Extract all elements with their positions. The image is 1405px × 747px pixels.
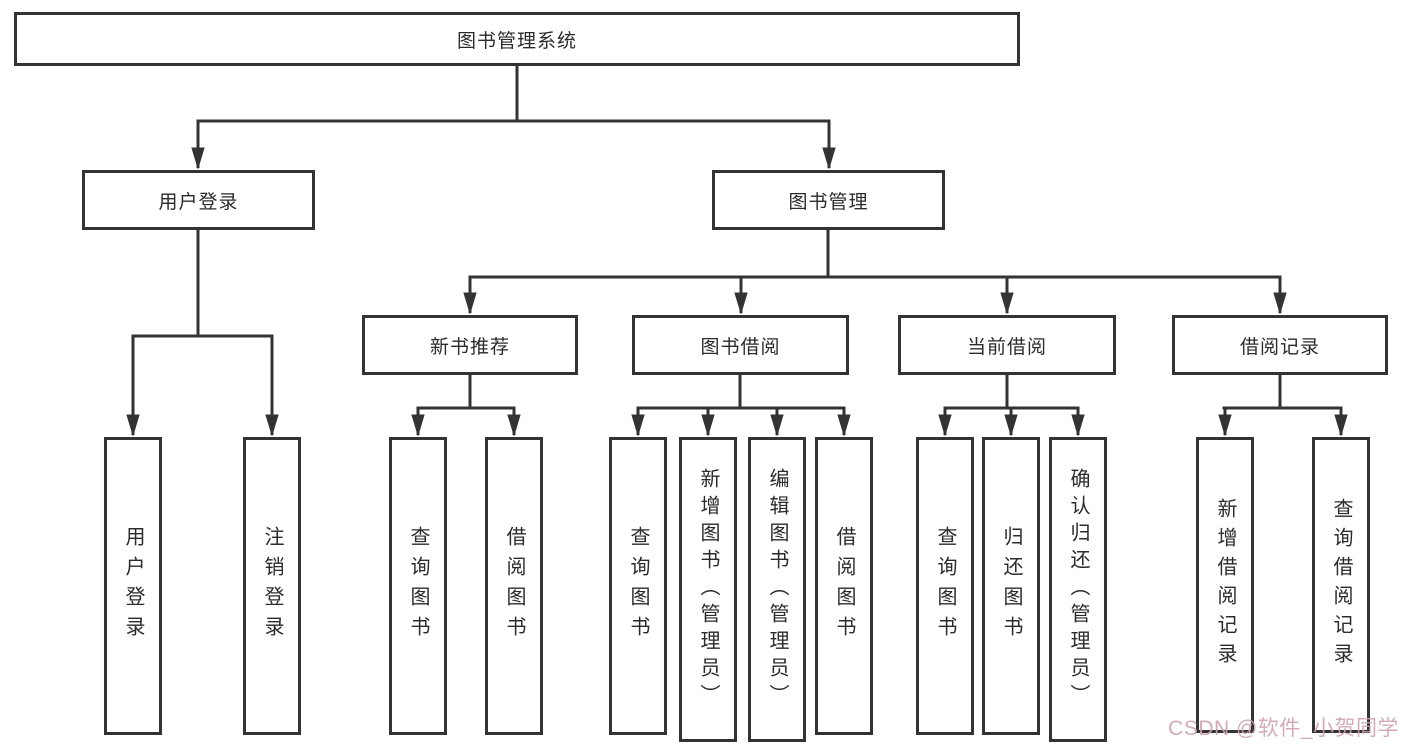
node-root-label: 图书管理系统 <box>456 30 577 52</box>
leaf-bb-borrow-label: 借阅图书 <box>833 526 855 646</box>
leaf-nb-query: 查询图书 <box>389 437 447 735</box>
leaf-br-add: 新增借阅记录 <box>1196 437 1254 733</box>
node-borrow-record: 借阅记录 <box>1172 315 1388 375</box>
leaf-cb-return-label: 归还图书 <box>1000 526 1022 646</box>
node-user-login-label: 用户登录 <box>158 191 239 213</box>
arrow-connectors <box>133 121 1341 435</box>
node-book-borrow-label: 图书借阅 <box>700 336 781 358</box>
node-current-borrow-label: 当前借阅 <box>966 336 1047 358</box>
node-book-borrow: 图书借阅 <box>632 315 849 375</box>
csdn-watermark: CSDN @软件_小贺同学 <box>1168 717 1399 740</box>
node-user-login: 用户登录 <box>82 170 315 230</box>
node-borrow-record-label: 借阅记录 <box>1239 336 1320 358</box>
leaf-nb-borrow: 借阅图书 <box>485 437 543 735</box>
leaf-bb-query-label: 查询图书 <box>627 526 649 646</box>
branch-rails <box>131 66 1343 410</box>
leaf-login-logout: 注销登录 <box>243 437 301 735</box>
leaf-login-logout-label: 注销登录 <box>261 526 283 646</box>
leaf-nb-query-label: 查询图书 <box>407 526 429 646</box>
leaf-cb-query: 查询图书 <box>916 437 974 735</box>
leaf-cb-confirm: 确认归还（管理员） <box>1049 437 1107 742</box>
leaf-br-add-label: 新增借阅记录 <box>1214 498 1236 672</box>
leaf-cb-query-label: 查询图书 <box>934 526 956 646</box>
leaf-cb-return: 归还图书 <box>982 437 1040 735</box>
node-root: 图书管理系统 <box>14 12 1020 66</box>
leaf-bb-edit: 编辑图书（管理员） <box>748 437 806 742</box>
leaf-br-query-label: 查询借阅记录 <box>1330 498 1352 672</box>
node-book-mgmt-label: 图书管理 <box>788 191 869 213</box>
leaf-bb-edit-label: 编辑图书（管理员） <box>766 468 788 711</box>
leaf-br-query: 查询借阅记录 <box>1312 437 1370 733</box>
leaf-bb-query: 查询图书 <box>609 437 667 735</box>
leaf-bb-borrow: 借阅图书 <box>815 437 873 735</box>
leaf-bb-add-label: 新增图书（管理员） <box>697 468 719 711</box>
node-current-borrow: 当前借阅 <box>898 315 1116 375</box>
node-new-book: 新书推荐 <box>362 315 578 375</box>
leaf-cb-confirm-label: 确认归还（管理员） <box>1067 468 1089 711</box>
node-book-mgmt: 图书管理 <box>712 170 945 230</box>
leaf-login-user: 用户登录 <box>104 437 162 735</box>
leaf-nb-borrow-label: 借阅图书 <box>503 526 525 646</box>
leaf-login-user-label: 用户登录 <box>122 526 144 646</box>
leaf-bb-add: 新增图书（管理员） <box>679 437 737 742</box>
node-new-book-label: 新书推荐 <box>429 336 510 358</box>
